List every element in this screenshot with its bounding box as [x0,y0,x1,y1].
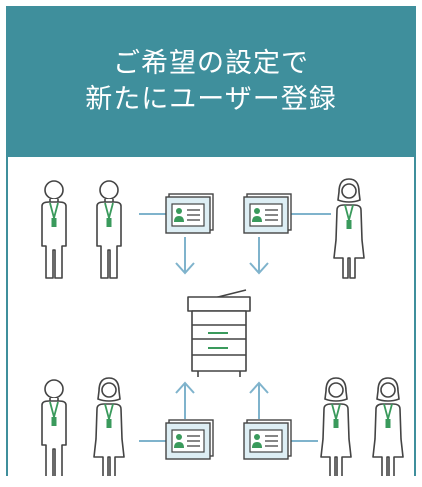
banner: ご希望の設定で 新たにユーザー登録 [6,6,416,157]
arrow-down-icon [249,237,269,275]
registration-diagram: ご希望の設定で 新たにユーザー登録 [6,6,416,476]
frame-left-border [6,6,8,476]
id-card-icon [243,193,292,234]
female-user-icon [333,178,365,279]
male-user-icon [41,379,67,476]
banner-title-line-1: ご希望の設定で [113,47,309,79]
arrow-down-icon [175,237,195,275]
id-card-icon [165,419,214,460]
illustration [41,178,404,476]
banner-title-line-2: 新たにユーザー登録 [85,83,337,115]
id-card-icon [165,193,214,234]
female-user-icon [372,377,404,476]
frame-right-border [414,6,416,476]
female-user-icon [320,377,352,476]
arrow-up-icon [249,381,269,419]
male-user-icon [96,180,122,279]
arrow-up-icon [175,381,195,419]
male-user-icon [41,180,67,279]
female-user-icon [93,377,125,476]
id-card-icon [243,419,292,460]
multifunction-printer-icon [187,289,251,377]
